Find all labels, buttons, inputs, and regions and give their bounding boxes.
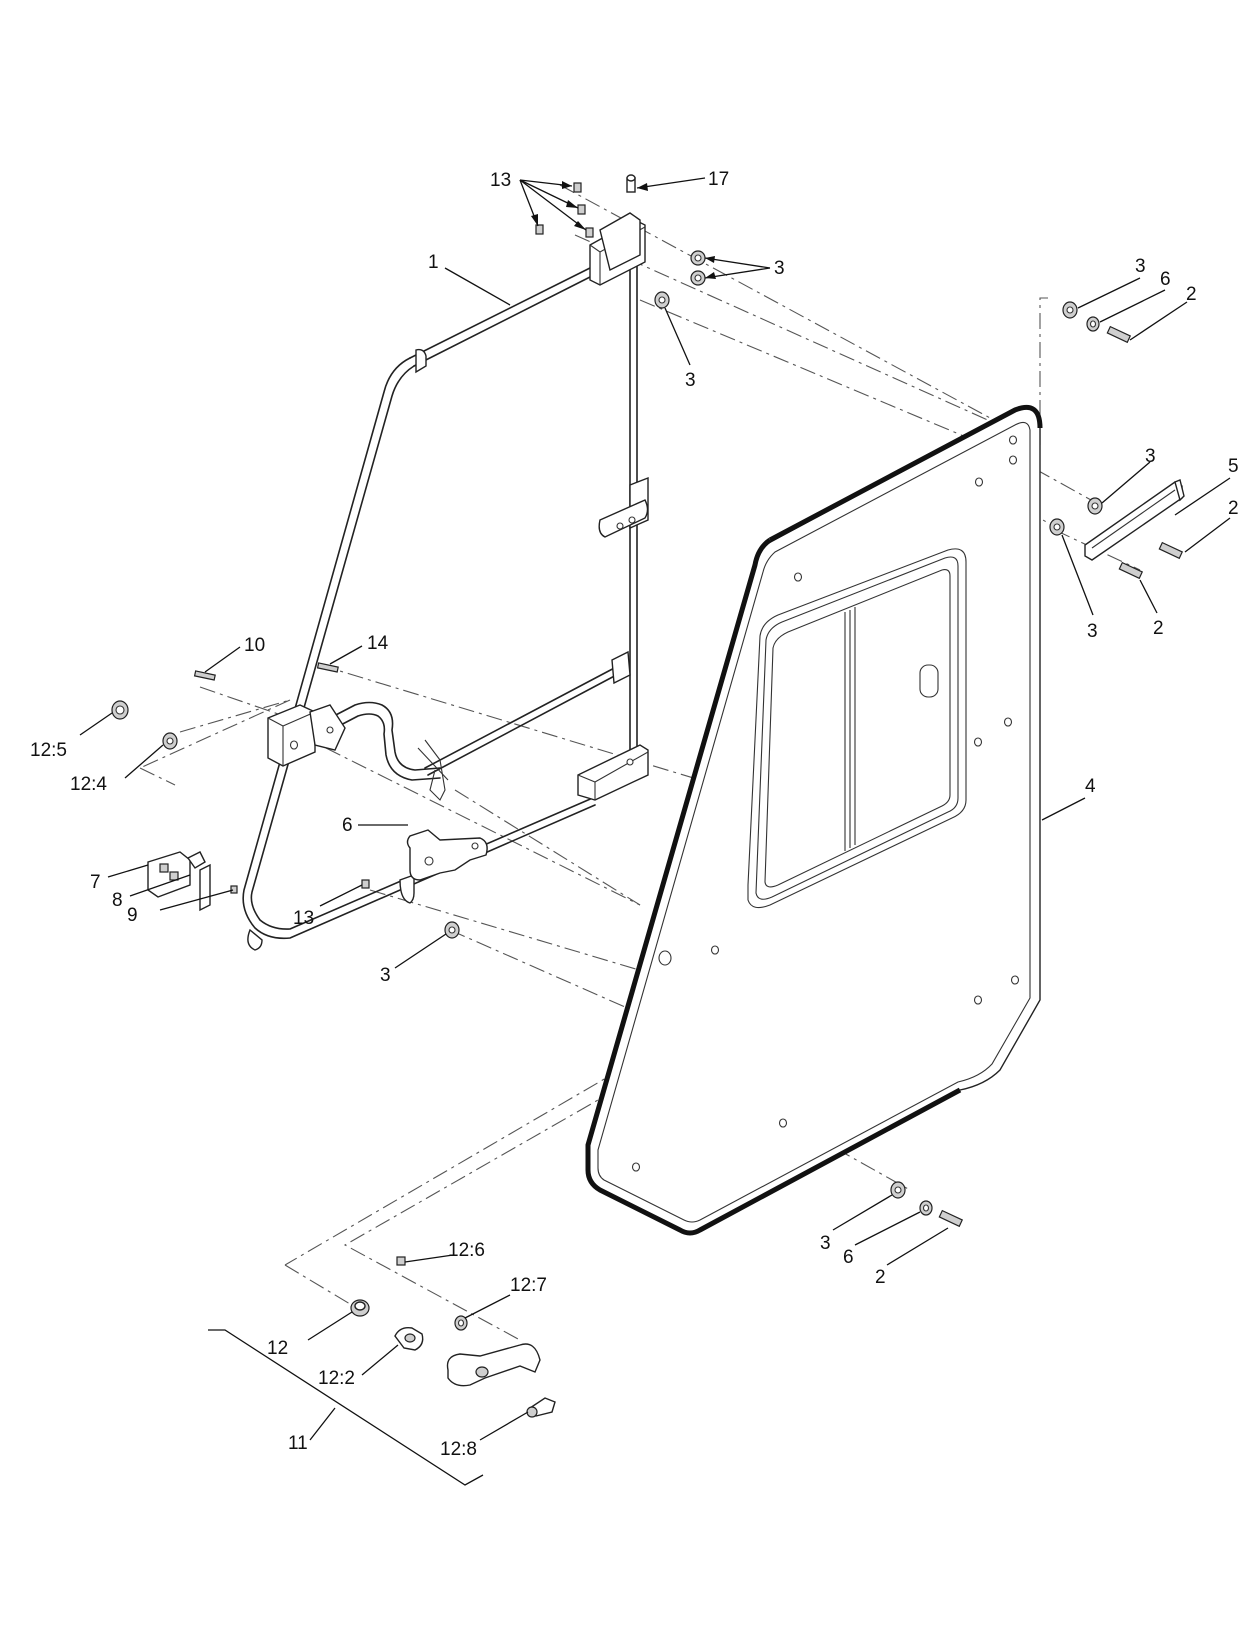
callout-3-right-lower: 3 xyxy=(1087,621,1098,642)
callout-3-top-single: 3 xyxy=(685,370,696,391)
callout-12-2: 12 xyxy=(267,1338,288,1359)
callout-3-top-right: 3 xyxy=(1135,256,1146,277)
callout-2-bottom-right: 2 xyxy=(875,1267,886,1288)
callout-9: 8 xyxy=(112,890,123,911)
callout-12-7: 12:7 xyxy=(510,1275,547,1296)
callout-11: 9 xyxy=(127,905,138,926)
callout-leaders xyxy=(79,177,1231,1486)
callout-2-right-lower: 2 xyxy=(1153,618,1164,639)
door-panel xyxy=(585,404,1043,1236)
callout-14: 14 xyxy=(367,633,389,654)
callout-1: 1 xyxy=(428,252,439,273)
bracket-5 xyxy=(1084,479,1185,561)
bracket-7 xyxy=(406,829,488,881)
callout-3-lower: 3 xyxy=(380,965,391,986)
callout-10: 10 xyxy=(244,635,265,656)
grease-fitting-17 xyxy=(626,174,636,193)
callout-12-6: 12:6 xyxy=(448,1240,485,1261)
callout-4: 4 xyxy=(1085,776,1096,797)
handle-kit-12 xyxy=(350,1256,556,1418)
door-holes xyxy=(631,435,1020,1172)
callout-13-lower: 13 xyxy=(293,908,314,929)
callout-12: 11 xyxy=(288,1433,308,1454)
callout-2-top-right: 2 xyxy=(1186,284,1197,305)
callout-labels: 13 17 3 3 1 3 6 2 3 5 2 3 2 4 10 14 12:5… xyxy=(30,169,1239,1460)
callout-3-bottom-right: 3 xyxy=(820,1233,831,1254)
callout-5: 5 xyxy=(1228,456,1239,477)
callout-12-3: 12:2 xyxy=(318,1368,355,1389)
callout-3-top-pair: 3 xyxy=(774,258,785,279)
callout-7: 6 xyxy=(342,815,353,836)
callout-8: 7 xyxy=(90,872,101,893)
latch-8 xyxy=(147,851,206,898)
screw-13-top xyxy=(535,182,594,238)
callout-12-8: 12:8 xyxy=(440,1439,477,1460)
callout-12-5: 12:5 xyxy=(30,740,67,761)
callout-6-bottom-right: 6 xyxy=(843,1247,854,1268)
callout-3-right: 3 xyxy=(1145,446,1156,467)
callout-2-right-upper: 2 xyxy=(1228,498,1239,519)
door-window xyxy=(747,548,967,909)
callout-6-top-right: 6 xyxy=(1160,269,1171,290)
door-frame xyxy=(242,212,649,951)
hardware xyxy=(111,174,1185,1418)
callout-13-top: 13 xyxy=(490,170,511,191)
callout-17: 17 xyxy=(708,169,729,190)
callout-12-4: 12:4 xyxy=(70,774,107,795)
